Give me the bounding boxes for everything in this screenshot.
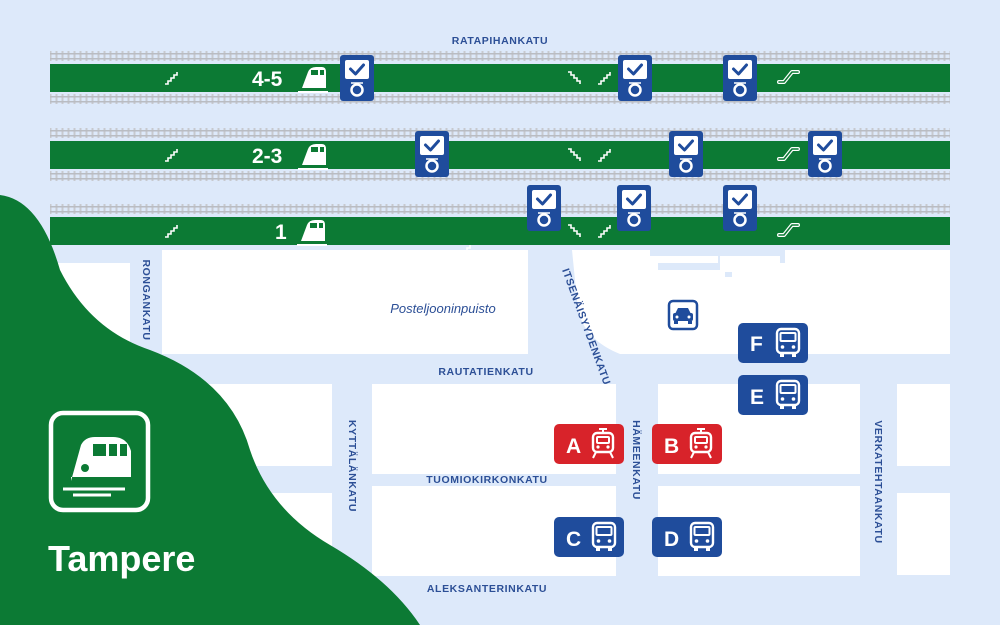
- ticket-validator-icon[interactable]: [615, 183, 653, 233]
- street-tuomiokirkonkatu: TUOMIOKIRKONKATU: [426, 474, 547, 486]
- brand-region: [0, 195, 420, 625]
- street-hameenkatu: HÄMEENKATU: [630, 420, 643, 500]
- ticket-validator-icon[interactable]: [721, 53, 759, 103]
- stop-letter: E: [750, 386, 764, 409]
- street-kyttalankatu: KYTTÄLÄNKATU: [346, 420, 359, 512]
- street-ratapihankatu: RATAPIHANKATU: [452, 35, 548, 47]
- ticket-validator-icon[interactable]: [721, 183, 759, 233]
- city-name: Tampere: [48, 538, 195, 579]
- street-rautatienkatu: RAUTATIENKATU: [438, 366, 533, 378]
- ticket-validator-icon[interactable]: [616, 53, 654, 103]
- taxi-icon: [673, 308, 693, 324]
- platform-2-3: [50, 141, 950, 169]
- park-name: Posteljooninpuisto: [390, 301, 496, 316]
- stop-letter: B: [664, 435, 679, 458]
- platform-1: [50, 217, 950, 245]
- station-logo: [48, 410, 151, 513]
- track-label-4-5: 4-5: [252, 68, 283, 91]
- ticket-validator-icon[interactable]: [525, 183, 563, 233]
- taxi-stand[interactable]: [667, 299, 699, 331]
- stop-D[interactable]: D: [652, 517, 722, 557]
- stop-letter: A: [566, 435, 581, 458]
- ticket-validator-icon[interactable]: [338, 53, 376, 103]
- railway: [50, 51, 950, 245]
- stop-F[interactable]: F: [738, 323, 808, 363]
- ticket-validator-icon[interactable]: [413, 129, 451, 179]
- ticket-validator-icon[interactable]: [806, 129, 844, 179]
- street-ronganaktu: RONGANKATU: [140, 259, 152, 340]
- platform-4-5: [50, 64, 950, 92]
- stop-C[interactable]: C: [554, 517, 624, 557]
- stop-B[interactable]: B: [652, 424, 722, 464]
- street-verkatehtaankatu: VERKATEHTAANKATU: [872, 420, 884, 543]
- stop-letter: F: [750, 333, 763, 356]
- track-label-1: 1: [275, 221, 287, 244]
- stop-letter: C: [566, 528, 581, 551]
- stop-E[interactable]: E: [738, 375, 808, 415]
- stop-letter: D: [664, 528, 679, 551]
- stop-A[interactable]: A: [554, 424, 624, 464]
- train-icon: [63, 437, 131, 497]
- ticket-validator-icon[interactable]: [667, 129, 705, 179]
- street-aleksanterinkatu: ALEKSANTERINKATU: [427, 583, 547, 595]
- track-label-2-3: 2-3: [252, 145, 282, 168]
